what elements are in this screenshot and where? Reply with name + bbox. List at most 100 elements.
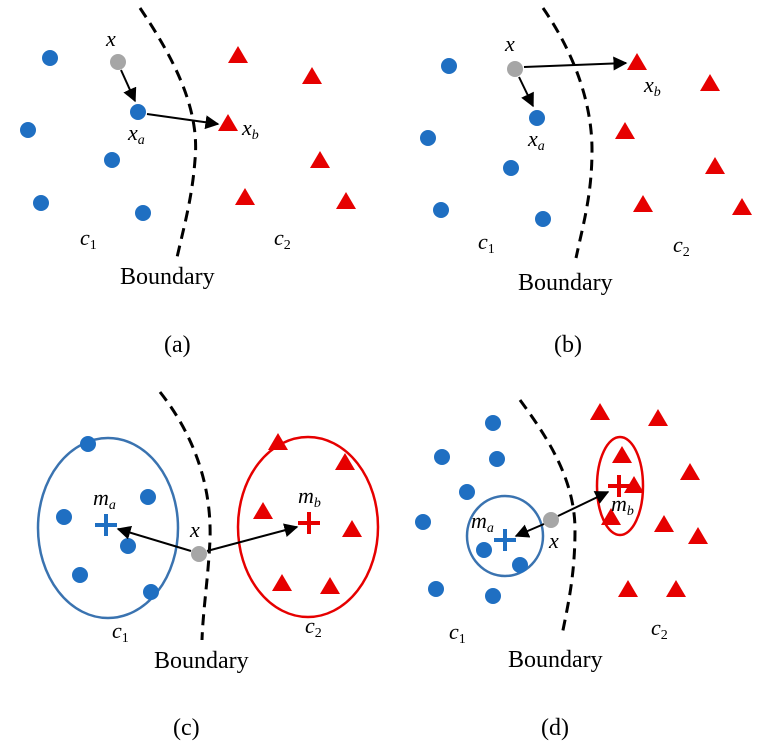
- cluster-c2-ellipse: [595, 435, 645, 537]
- arrow-x-to-ma: [514, 523, 545, 538]
- class1-point: [535, 211, 551, 227]
- label-c2: c2: [651, 615, 668, 643]
- class1-point: [485, 588, 501, 604]
- class2-point: [633, 195, 653, 212]
- class2-point: [590, 403, 610, 420]
- label-c2: c2: [305, 613, 322, 641]
- label-ma: ma: [471, 508, 494, 536]
- class2-point: [648, 409, 668, 426]
- label-mb: mb: [298, 483, 321, 511]
- class1-point: [80, 436, 96, 452]
- class1-point: [104, 152, 120, 168]
- class2-point: [235, 188, 255, 205]
- class1-point: [459, 484, 475, 500]
- arrow-x-to-xa: [120, 69, 137, 103]
- class2-point: [268, 433, 288, 450]
- class2-point: [335, 453, 355, 470]
- panel-b: x xa xb c1 c2 Boundary (b): [420, 7, 752, 358]
- class1-point: [20, 122, 36, 138]
- class1-point: [489, 451, 505, 467]
- class1-point: [56, 509, 72, 525]
- class2-point: [310, 151, 330, 168]
- label-x: x: [105, 26, 116, 51]
- class2-point: [700, 74, 720, 91]
- class1-point: [420, 130, 436, 146]
- arrow-xa-to-xb: [146, 113, 220, 130]
- class2-point: [688, 527, 708, 544]
- class2-point: [272, 574, 292, 591]
- mean-mb-cross: [608, 475, 630, 497]
- class2-point: [618, 580, 638, 597]
- panel-caption: (c): [173, 715, 200, 741]
- label-xb: xb: [643, 72, 661, 100]
- query-point-x: [507, 61, 523, 77]
- class1-point: [120, 538, 136, 554]
- arrow-x-to-mb: [557, 491, 610, 517]
- class2-point: [666, 580, 686, 597]
- class1-point: [72, 567, 88, 583]
- class1-point: [476, 542, 492, 558]
- class1-point: [135, 205, 151, 221]
- label-xb: xb: [241, 115, 259, 143]
- label-c1: c1: [449, 619, 466, 647]
- label-c2: c2: [274, 225, 291, 253]
- class1-point: [485, 415, 501, 431]
- query-point-x: [543, 512, 559, 528]
- class1-point: [415, 514, 431, 530]
- class2-point: [612, 446, 632, 463]
- mean-mb-cross: [298, 512, 320, 534]
- class1-point: [42, 50, 58, 66]
- arrow-x-to-xa: [518, 76, 534, 108]
- class2-point: [253, 502, 273, 519]
- boundary-label: Boundary: [518, 270, 613, 296]
- class1-point: [33, 195, 49, 211]
- boundary-line-c: [158, 391, 212, 641]
- class2-point: [302, 67, 322, 84]
- class2-point: [615, 122, 635, 139]
- class1-point: [140, 489, 156, 505]
- class2-point: [654, 515, 674, 532]
- label-mb: mb: [611, 491, 634, 519]
- cluster-c1-ellipse: [36, 436, 180, 620]
- class2-point: [336, 192, 356, 209]
- class1-point: [441, 58, 457, 74]
- panel-a: x xa xb c1 c2 Boundary (a): [20, 7, 356, 358]
- class2-point: [732, 198, 752, 215]
- query-point-x: [110, 54, 126, 70]
- label-ma: ma: [93, 485, 116, 513]
- panel-c: ma mb x c1 c2 Boundary (c): [36, 391, 380, 741]
- mean-ma-cross: [494, 529, 516, 551]
- cluster-c1-ellipse: [465, 494, 545, 578]
- xb-point: [627, 53, 647, 70]
- class2-point: [624, 476, 644, 493]
- boundary-line-a: [138, 7, 198, 263]
- arrow-x-to-ma: [116, 525, 192, 552]
- label-c1: c1: [112, 618, 129, 646]
- label-c1: c1: [80, 225, 97, 253]
- mean-ma-cross: [95, 514, 117, 536]
- label-x: x: [189, 517, 200, 542]
- class1-point: [433, 202, 449, 218]
- class2-point: [342, 520, 362, 537]
- class1-point: [428, 581, 444, 597]
- class1-point: [512, 557, 528, 573]
- panel-caption: (a): [164, 332, 191, 358]
- class2-point: [228, 46, 248, 63]
- class2-point: [601, 508, 621, 525]
- xb-point: [218, 114, 238, 131]
- xa-point: [130, 104, 146, 120]
- arrow-x-to-xb: [523, 56, 628, 71]
- label-xa: xa: [127, 120, 145, 148]
- cluster-c2-ellipse: [236, 435, 380, 619]
- boundary-label: Boundary: [120, 264, 215, 290]
- class2-point: [705, 157, 725, 174]
- class1-point: [143, 584, 159, 600]
- xa-point: [529, 110, 545, 126]
- boundary-label: Boundary: [508, 647, 603, 673]
- class2-point: [680, 463, 700, 480]
- query-point-x: [191, 546, 207, 562]
- arrow-x-to-mb: [206, 523, 299, 552]
- panel-caption: (b): [554, 332, 582, 358]
- label-x: x: [548, 528, 559, 553]
